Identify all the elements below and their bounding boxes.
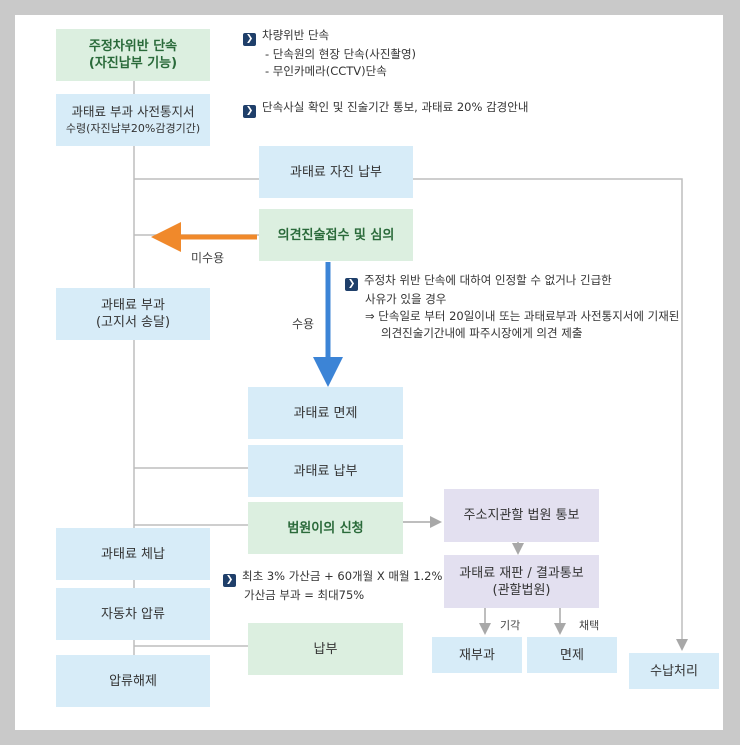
enforcement-note: ❯ 차량위반 단속 - 단속원의 현장 단속(사진촬영) - 무인카메라(CCTV… bbox=[243, 27, 416, 80]
opinion-note-line3: ⇒ 단속일로 부터 20일이내 또는 과태료부과 사전통지서에 기재된 bbox=[365, 309, 680, 323]
court-notice-label: 주소지관할 법원 통보 bbox=[463, 508, 580, 523]
surcharge-note-line1: 최초 3% 가산금 + 60개월 X 매월 1.2% bbox=[242, 569, 443, 583]
flowchart-canvas: 주정차위반 단속 (자진납부 기능) 과태료 부과 사전통지서 수령(자진납부2… bbox=[15, 15, 723, 730]
seizure-release-box: 압류해제 bbox=[56, 655, 210, 707]
enforcement-note-item-1: - 단속원의 현장 단속(사진촬영) bbox=[265, 47, 417, 61]
opinion-review-box: 의견진술접수 및 심의 bbox=[259, 209, 413, 261]
exemption-label: 면제 bbox=[560, 647, 584, 663]
parking-violation-line1: 주정차위반 단속 bbox=[88, 39, 178, 54]
opinion-note: ❯주정차 위반 단속에 대하여 인정할 수 없거나 긴급한 사유가 있을 경우 … bbox=[345, 272, 679, 342]
car-seizure-label: 자동차 압류 bbox=[101, 606, 165, 622]
court-trial-line2: (관할법원) bbox=[492, 582, 551, 598]
fine-default-label: 과태료 체납 bbox=[101, 546, 165, 562]
fine-exemption-label: 과태료 면제 bbox=[293, 405, 358, 421]
self-payment-box: 과태료 자진 납부 bbox=[259, 146, 413, 198]
parking-violation-box: 주정차위반 단속 (자진납부 기능) bbox=[56, 29, 210, 81]
enforcement-note-title: 차량위반 단속 bbox=[262, 28, 330, 42]
advance-notice-box: 과태료 부과 사전통지서 수령(자진납부20%감경기간) bbox=[56, 94, 210, 146]
notice-note: ❯ 단속사실 확인 및 진술기간 통보, 과태료 20% 감경안내 bbox=[243, 99, 528, 118]
opinion-note-line1: 주정차 위반 단속에 대하여 인정할 수 없거나 긴급한 bbox=[364, 273, 612, 287]
objection-box: 범원이의 신청 bbox=[248, 502, 403, 554]
court-trial-box: 과태료 재판 / 결과통보 (관할법원) bbox=[444, 555, 599, 608]
notice-note-text: 단속사실 확인 및 진술기간 통보, 과태료 20% 감경안내 bbox=[262, 100, 529, 114]
not-accepted-label: 미수용 bbox=[191, 251, 225, 265]
chevron-right-icon: ❯ bbox=[223, 574, 236, 587]
parking-violation-line2: (자진납부 기능) bbox=[88, 56, 178, 71]
self-payment-label: 과태료 자진 납부 bbox=[290, 164, 382, 180]
objection-label: 범원이의 신청 bbox=[287, 520, 364, 536]
opinion-note-line2: 사유가 있을 경우 bbox=[365, 292, 447, 306]
fine-imposed-line2: (고지서 송달) bbox=[95, 315, 171, 330]
court-notice-box: 주소지관할 법원 통보 bbox=[444, 489, 599, 542]
opinion-review-label: 의견진술접수 및 심의 bbox=[277, 227, 395, 243]
surcharge-note-line2: 가산금 부과 = 최대75% bbox=[244, 588, 365, 602]
receipt-box: 수납처리 bbox=[629, 653, 719, 689]
adopted-label: 채택 bbox=[579, 619, 600, 632]
re-impose-box: 재부과 bbox=[432, 637, 522, 673]
fine-payment-box: 과태료 납부 bbox=[248, 445, 403, 497]
surcharge-note: ❯ 최초 3% 가산금 + 60개월 X 매월 1.2% 가산금 부과 = 최대7… bbox=[223, 568, 442, 604]
payment-label: 납부 bbox=[313, 641, 338, 657]
seizure-release-label: 압류해제 bbox=[109, 673, 157, 689]
fine-imposed-box: 과태료 부과 (고지서 송달) bbox=[56, 288, 210, 340]
fine-default-box: 과태료 체납 bbox=[56, 528, 210, 580]
car-seizure-box: 자동차 압류 bbox=[56, 588, 210, 640]
re-impose-label: 재부과 bbox=[459, 647, 495, 663]
advance-notice-line1: 과태료 부과 사전통지서 bbox=[71, 104, 195, 119]
court-trial-line1: 과태료 재판 / 결과통보 bbox=[459, 565, 584, 581]
chevron-right-icon: ❯ bbox=[243, 33, 256, 46]
fine-exemption-box: 과태료 면제 bbox=[248, 387, 403, 439]
opinion-note-line4: 의견진술기간내에 파주시장에게 의견 제출 bbox=[381, 326, 583, 340]
enforcement-note-item-2: - 무인카메라(CCTV)단속 bbox=[265, 64, 387, 78]
chevron-right-icon: ❯ bbox=[243, 105, 256, 118]
fine-imposed-line1: 과태료 부과 bbox=[101, 298, 165, 313]
exemption-box: 면제 bbox=[527, 637, 617, 673]
payment-box: 납부 bbox=[248, 623, 403, 675]
accepted-label: 수용 bbox=[292, 317, 315, 331]
receipt-label: 수납처리 bbox=[650, 663, 698, 679]
chevron-right-icon: ❯ bbox=[345, 278, 358, 291]
dismissed-label: 기각 bbox=[500, 619, 521, 632]
advance-notice-line2: 수령(자진납부20%감경기간) bbox=[65, 122, 201, 135]
fine-payment-label: 과태료 납부 bbox=[293, 463, 358, 479]
